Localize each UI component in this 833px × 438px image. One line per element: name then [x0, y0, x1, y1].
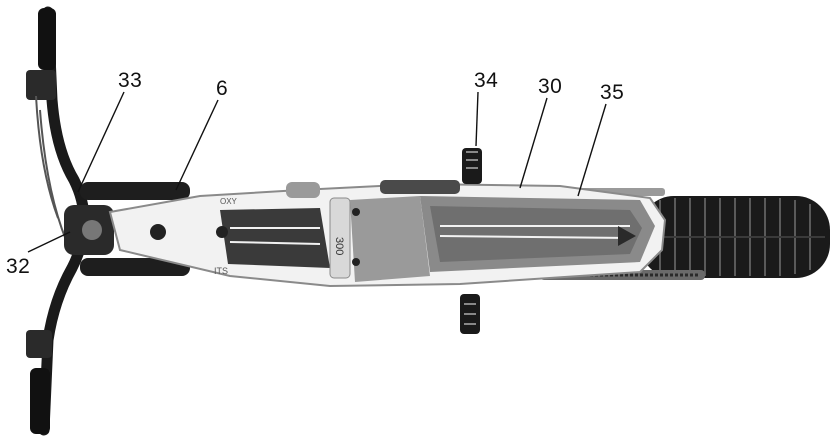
leader-30: [519, 97, 548, 189]
frame-logo-top: OXY: [220, 197, 238, 206]
callout-35: 35: [600, 81, 625, 104]
callout-32: 32: [6, 255, 31, 278]
footpegs: [286, 148, 482, 334]
callout-34: 34: [474, 69, 499, 92]
callout-30: 30: [538, 75, 563, 98]
frame-body: [108, 182, 667, 288]
frame-logo-left: ITS: [214, 266, 228, 276]
front-fork: [64, 182, 190, 276]
leader-32: [27, 231, 71, 253]
frame-number: 300: [333, 237, 345, 255]
leader-6: [175, 99, 219, 191]
leader-34: [475, 91, 479, 147]
callout-6: 6: [216, 77, 229, 100]
leader-35: [577, 103, 607, 197]
leader-33: [77, 91, 125, 193]
rear-tyre: [640, 196, 830, 278]
leader-lines: [27, 91, 607, 253]
callout-33: 33: [118, 69, 143, 92]
